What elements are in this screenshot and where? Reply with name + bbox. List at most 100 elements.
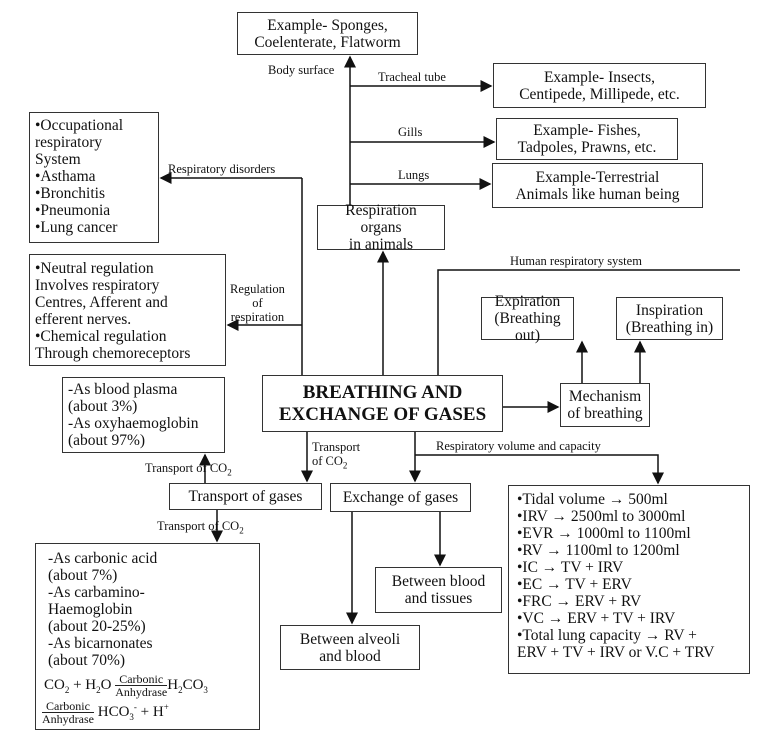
- text: Transport of gases: [188, 488, 303, 505]
- text: Haemoglobin: [48, 601, 133, 618]
- text: -As blood plasma: [68, 381, 178, 398]
- co2-transport-box: -As carbonic acid (about 7%) -As carbami…: [35, 543, 260, 730]
- alveoli-blood-box: Between alveoli and blood: [280, 625, 420, 670]
- text: Expiration: [494, 293, 561, 310]
- text: Anhydrase: [115, 685, 168, 699]
- text: (Breathing out): [494, 310, 561, 344]
- text: Example- Fishes,: [533, 122, 641, 139]
- label-volume: Respiratory volume and capacity: [436, 439, 601, 453]
- main-title-box: BREATHING AND EXCHANGE OF GASES: [262, 375, 503, 432]
- label-transport-up: Transport of CO2: [145, 461, 232, 478]
- transport-of-gases-box: Transport of gases: [169, 483, 322, 510]
- label-disorders: Respiratory disorders: [168, 162, 276, 176]
- label-human: Human respiratory system: [510, 254, 642, 268]
- text: respiratory: [35, 134, 103, 151]
- text: of breathing: [567, 405, 643, 422]
- text: Centipede, Millipede, etc.: [519, 85, 680, 103]
- text: •VC → ERV + TV + IRV: [517, 610, 676, 627]
- text: (about 97%): [68, 432, 146, 449]
- label-lungs: Lungs: [398, 168, 430, 182]
- expiration-box: Expiration (Breathing out): [481, 293, 574, 344]
- text: System: [35, 151, 81, 168]
- text: (about 3%): [68, 398, 138, 415]
- text: Example-Terrestrial: [535, 168, 660, 186]
- text: (about 20-25%): [48, 618, 146, 635]
- text: Involves respiratory: [35, 277, 160, 294]
- text: of CO2: [312, 454, 348, 471]
- example-tracheal-box: Example- Insects, Centipede, Millipede, …: [493, 63, 706, 108]
- text: Transport: [312, 440, 361, 454]
- text: •IC → TV + IRV: [517, 559, 624, 576]
- text: •Asthama: [35, 168, 96, 185]
- text: Anhydrase: [42, 712, 94, 726]
- text: -As bicarnonates: [48, 635, 153, 652]
- text: •Pneumonia: [35, 202, 111, 219]
- volume-box: •Tidal volume → 500ml •IRV → 2500ml to 3…: [508, 485, 750, 674]
- text: Example- Insects,: [543, 68, 656, 86]
- respiration-organs-box: Respiration organs in animals: [317, 202, 445, 253]
- text: Through chemoreceptors: [35, 345, 191, 362]
- text: •FRC → ERV + RV: [517, 593, 642, 610]
- text: and blood: [319, 647, 381, 665]
- text: Example- Sponges,: [267, 16, 388, 34]
- text: (Breathing in): [625, 318, 714, 336]
- text: -As carbonic acid: [48, 550, 158, 567]
- label-transport-main: Transport of CO2: [312, 440, 360, 473]
- text: respiration: [230, 310, 285, 324]
- text: •Tidal volume → 500ml: [517, 491, 668, 508]
- text: Between blood: [391, 573, 486, 590]
- text: •IRV → 2500ml to 3000ml: [517, 508, 686, 525]
- text: Exchange of gases: [342, 489, 459, 506]
- text: •Neutral regulation: [35, 260, 154, 277]
- text: •Lung cancer: [35, 219, 118, 236]
- label-gills: Gills: [398, 125, 423, 139]
- text: Inspiration: [635, 301, 704, 319]
- text: in animals: [348, 236, 414, 253]
- text: Regulation: [230, 282, 285, 296]
- regulation-box: •Neutral regulation Involves respiratory…: [29, 254, 226, 366]
- inspiration-box: Inspiration (Breathing in): [616, 297, 723, 340]
- text: of: [252, 296, 263, 310]
- text: •EC → TV + ERV: [517, 576, 632, 593]
- arrow-volume: [415, 454, 664, 485]
- text: Carbonic: [115, 673, 168, 686]
- text: -As carbamino-: [48, 584, 145, 601]
- mechanism-box: Mechanism of breathing: [560, 383, 650, 427]
- example-gills-box: Example- Fishes, Tadpoles, Prawns, etc.: [496, 118, 678, 160]
- o2-transport-box: -As blood plasma (about 3%) -As oxyhaemo…: [62, 377, 225, 453]
- text: (about 7%): [48, 567, 118, 584]
- text: (about 70%): [48, 652, 126, 669]
- text: Tadpoles, Prawns, etc.: [517, 139, 657, 156]
- text: Mechanism: [568, 388, 642, 405]
- text: Respiration organs: [345, 202, 417, 236]
- text: •Total lung capacity → RV +: [517, 627, 697, 644]
- example-lungs-box: Example-Terrestrial Animals like human b…: [492, 163, 703, 208]
- text: •Occupational: [35, 117, 124, 134]
- label-regulation: Regulation of respiration: [230, 282, 285, 324]
- text: Carbonic: [42, 700, 94, 713]
- blood-tissues-box: Between blood and tissues: [375, 567, 502, 613]
- disorders-box: •Occupational respiratory System •Astham…: [29, 112, 159, 243]
- example-body-surface-box: Example- Sponges, Coelenterate, Flatworm: [237, 12, 418, 55]
- line-human: [437, 269, 740, 375]
- text: ERV + TV + IRV or V.C + TRV: [517, 644, 715, 661]
- label-tracheal: Tracheal tube: [378, 70, 446, 84]
- text: Coelenterate, Flatworm: [254, 33, 401, 51]
- main-title: BREATHING AND EXCHANGE OF GASES: [278, 381, 487, 425]
- text: •RV → 1100ml to 1200ml: [517, 542, 680, 559]
- exchange-of-gases-box: Exchange of gases: [330, 483, 471, 512]
- text: and tissues: [404, 590, 473, 607]
- label-transport-down: Transport of CO2: [157, 519, 244, 536]
- text: -As oxyhaemoglobin: [68, 415, 199, 432]
- text: Animals like human being: [515, 185, 680, 203]
- text: •Bronchitis: [35, 185, 106, 202]
- text: Centres, Afferent and: [35, 294, 168, 311]
- text: •EVR → 1000ml to 1100ml: [517, 525, 691, 542]
- text: •Chemical regulation: [35, 328, 167, 345]
